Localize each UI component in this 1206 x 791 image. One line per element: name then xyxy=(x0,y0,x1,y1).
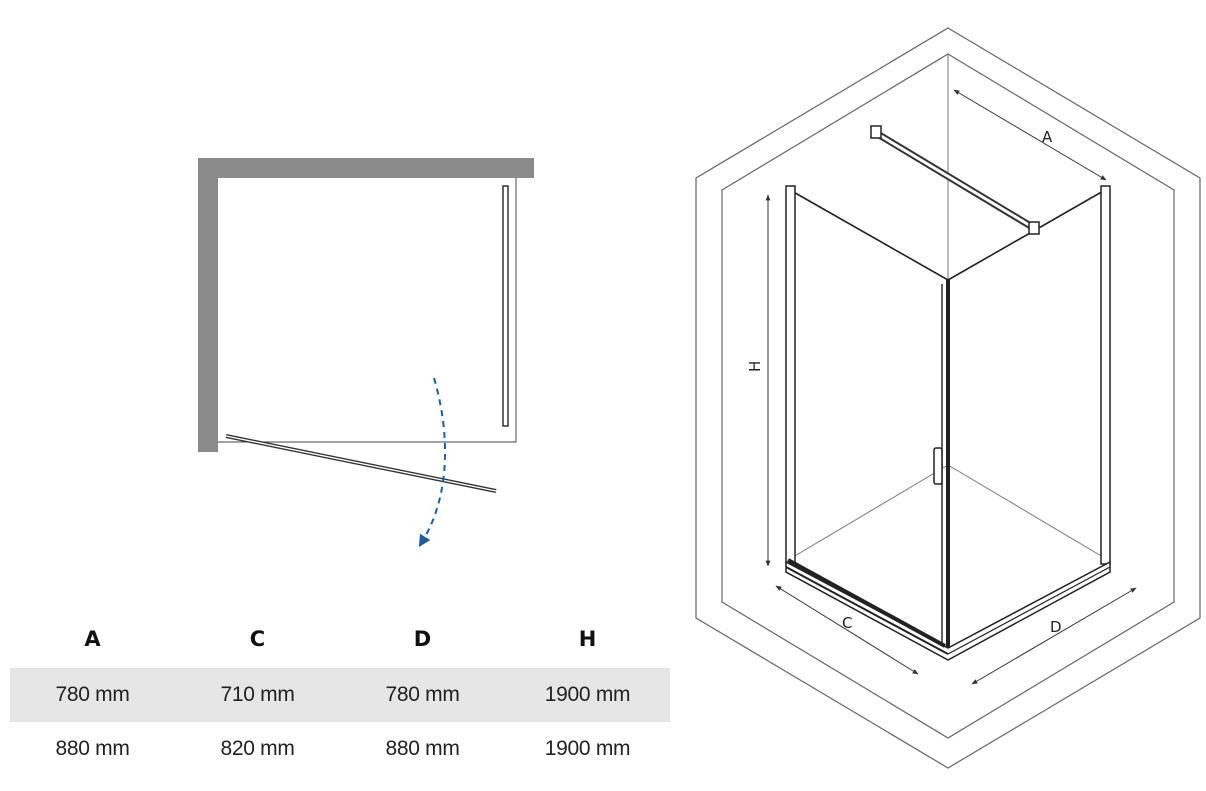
shower-tray xyxy=(785,560,1111,661)
header-a: A xyxy=(84,627,101,651)
top-edge-left xyxy=(789,189,949,281)
floor-edge-right xyxy=(947,464,1109,561)
room-outline-outer xyxy=(695,27,1201,769)
cell-d: 880 mm xyxy=(385,737,460,760)
cell-c: 820 mm xyxy=(220,737,295,760)
label-h: H xyxy=(746,361,764,372)
door-panel-inner xyxy=(225,435,497,492)
header-h: H xyxy=(578,627,597,651)
cell-c: 710 mm xyxy=(175,668,340,722)
cell-a: 780 mm xyxy=(10,668,175,722)
side-panel xyxy=(502,185,509,427)
label-c: C xyxy=(842,614,852,632)
door-handle xyxy=(933,447,943,485)
dimension-line-c xyxy=(775,585,919,675)
room-outline-inner xyxy=(721,53,1175,739)
shower-tray-edge-left xyxy=(785,566,949,655)
table-row: 780 mm 710 mm 780 mm 1900 mm xyxy=(10,668,670,722)
plan-view-diagram xyxy=(198,158,534,548)
table-row: 880 mm 820 mm 880 mm 1900 mm xyxy=(10,722,670,776)
stabiliser-end-wall xyxy=(870,125,882,139)
wall-profile-right xyxy=(1100,185,1111,565)
dimensions-table: A C D H 780 mm 710 mm 780 mm 1900 mm 880… xyxy=(10,610,670,776)
label-d: D xyxy=(1050,618,1062,636)
stabiliser-bar-inner xyxy=(875,131,1035,230)
dimension-line-d xyxy=(971,587,1137,685)
bottom-edge-left xyxy=(787,558,946,648)
cell-h: 1900 mm xyxy=(505,668,670,722)
wall-profile-left xyxy=(785,185,796,565)
cell-a: 880 mm xyxy=(55,737,130,760)
stabiliser-end-glass xyxy=(1028,221,1040,235)
table-header-row: A C D H xyxy=(10,610,670,668)
cell-d: 780 mm xyxy=(340,668,505,722)
cell-h: 1900 mm xyxy=(544,737,631,760)
floor-edge-left xyxy=(787,464,949,561)
wall-back xyxy=(198,158,534,178)
swing-arrow xyxy=(418,377,447,548)
isometric-view-diagram: A H C D xyxy=(695,27,1201,769)
header-c: C xyxy=(249,627,266,651)
header-d: D xyxy=(413,627,432,651)
top-edge-right xyxy=(947,189,1106,281)
label-a: A xyxy=(1042,128,1053,146)
shower-tray-edge-right xyxy=(947,566,1111,655)
dimension-line-a xyxy=(953,89,1107,181)
wall-side xyxy=(198,158,218,452)
